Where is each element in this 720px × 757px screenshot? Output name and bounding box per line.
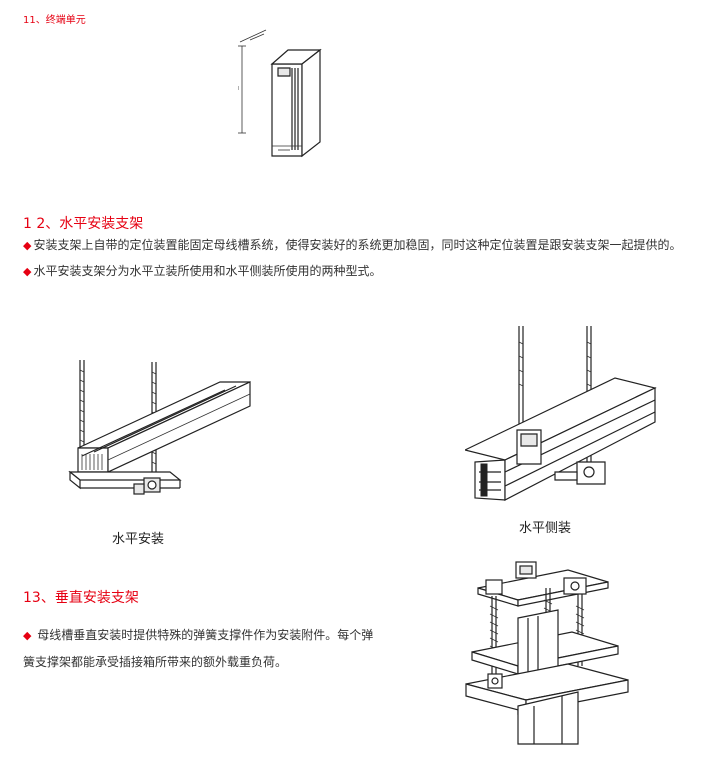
section-12-bullet-2: ◆水平安装支架分为水平立装所使用和水平侧装所使用的两种型式。 bbox=[23, 258, 703, 285]
horizontal-mount-drawing bbox=[68, 360, 251, 495]
bullet-2-text: 水平安装支架分为水平立装所使用和水平侧装所使用的两种型式。 bbox=[33, 264, 382, 278]
caption-side-mount: 水平侧装 bbox=[519, 521, 572, 536]
vertical-spring-support-drawing bbox=[465, 561, 629, 745]
svg-text:l: l bbox=[238, 86, 239, 92]
caption-horizontal-mount: 水平安装 bbox=[112, 532, 165, 547]
section-13-line-2: 簧支撑架都能承受插接箱所带来的额外载重负荷。 bbox=[23, 655, 288, 669]
section-12-title: 1 2、水平安装支架 bbox=[23, 216, 144, 232]
bullet-diamond-icon: ◆ bbox=[23, 629, 32, 642]
section-12-bullet-1: ◆安装支架上自带的定位装置能固定母线槽系统，使得安装好的系统更加稳固，同时这种定… bbox=[23, 232, 703, 259]
section-13-bullet: ◆ 母线槽垂直安装时提供特殊的弹簧支撑件作为安装附件。每个弹 簧支撑架都能承受插… bbox=[23, 622, 423, 675]
section-13-title: 13、垂直安装支架 bbox=[23, 590, 139, 606]
bullet-diamond-icon: ◆ bbox=[23, 265, 32, 278]
section-11-title: 11、终端单元 bbox=[23, 15, 86, 26]
section-13-line-1: 母线槽垂直安装时提供特殊的弹簧支撑件作为安装附件。每个弹 bbox=[37, 628, 374, 642]
terminal-unit-drawing: l bbox=[238, 29, 322, 158]
side-mount-drawing bbox=[465, 326, 657, 501]
bullet-diamond-icon: ◆ bbox=[23, 239, 32, 252]
bullet-1-text: 安装支架上自带的定位装置能固定母线槽系统，使得安装好的系统更加稳固，同时这种定位… bbox=[33, 238, 682, 252]
